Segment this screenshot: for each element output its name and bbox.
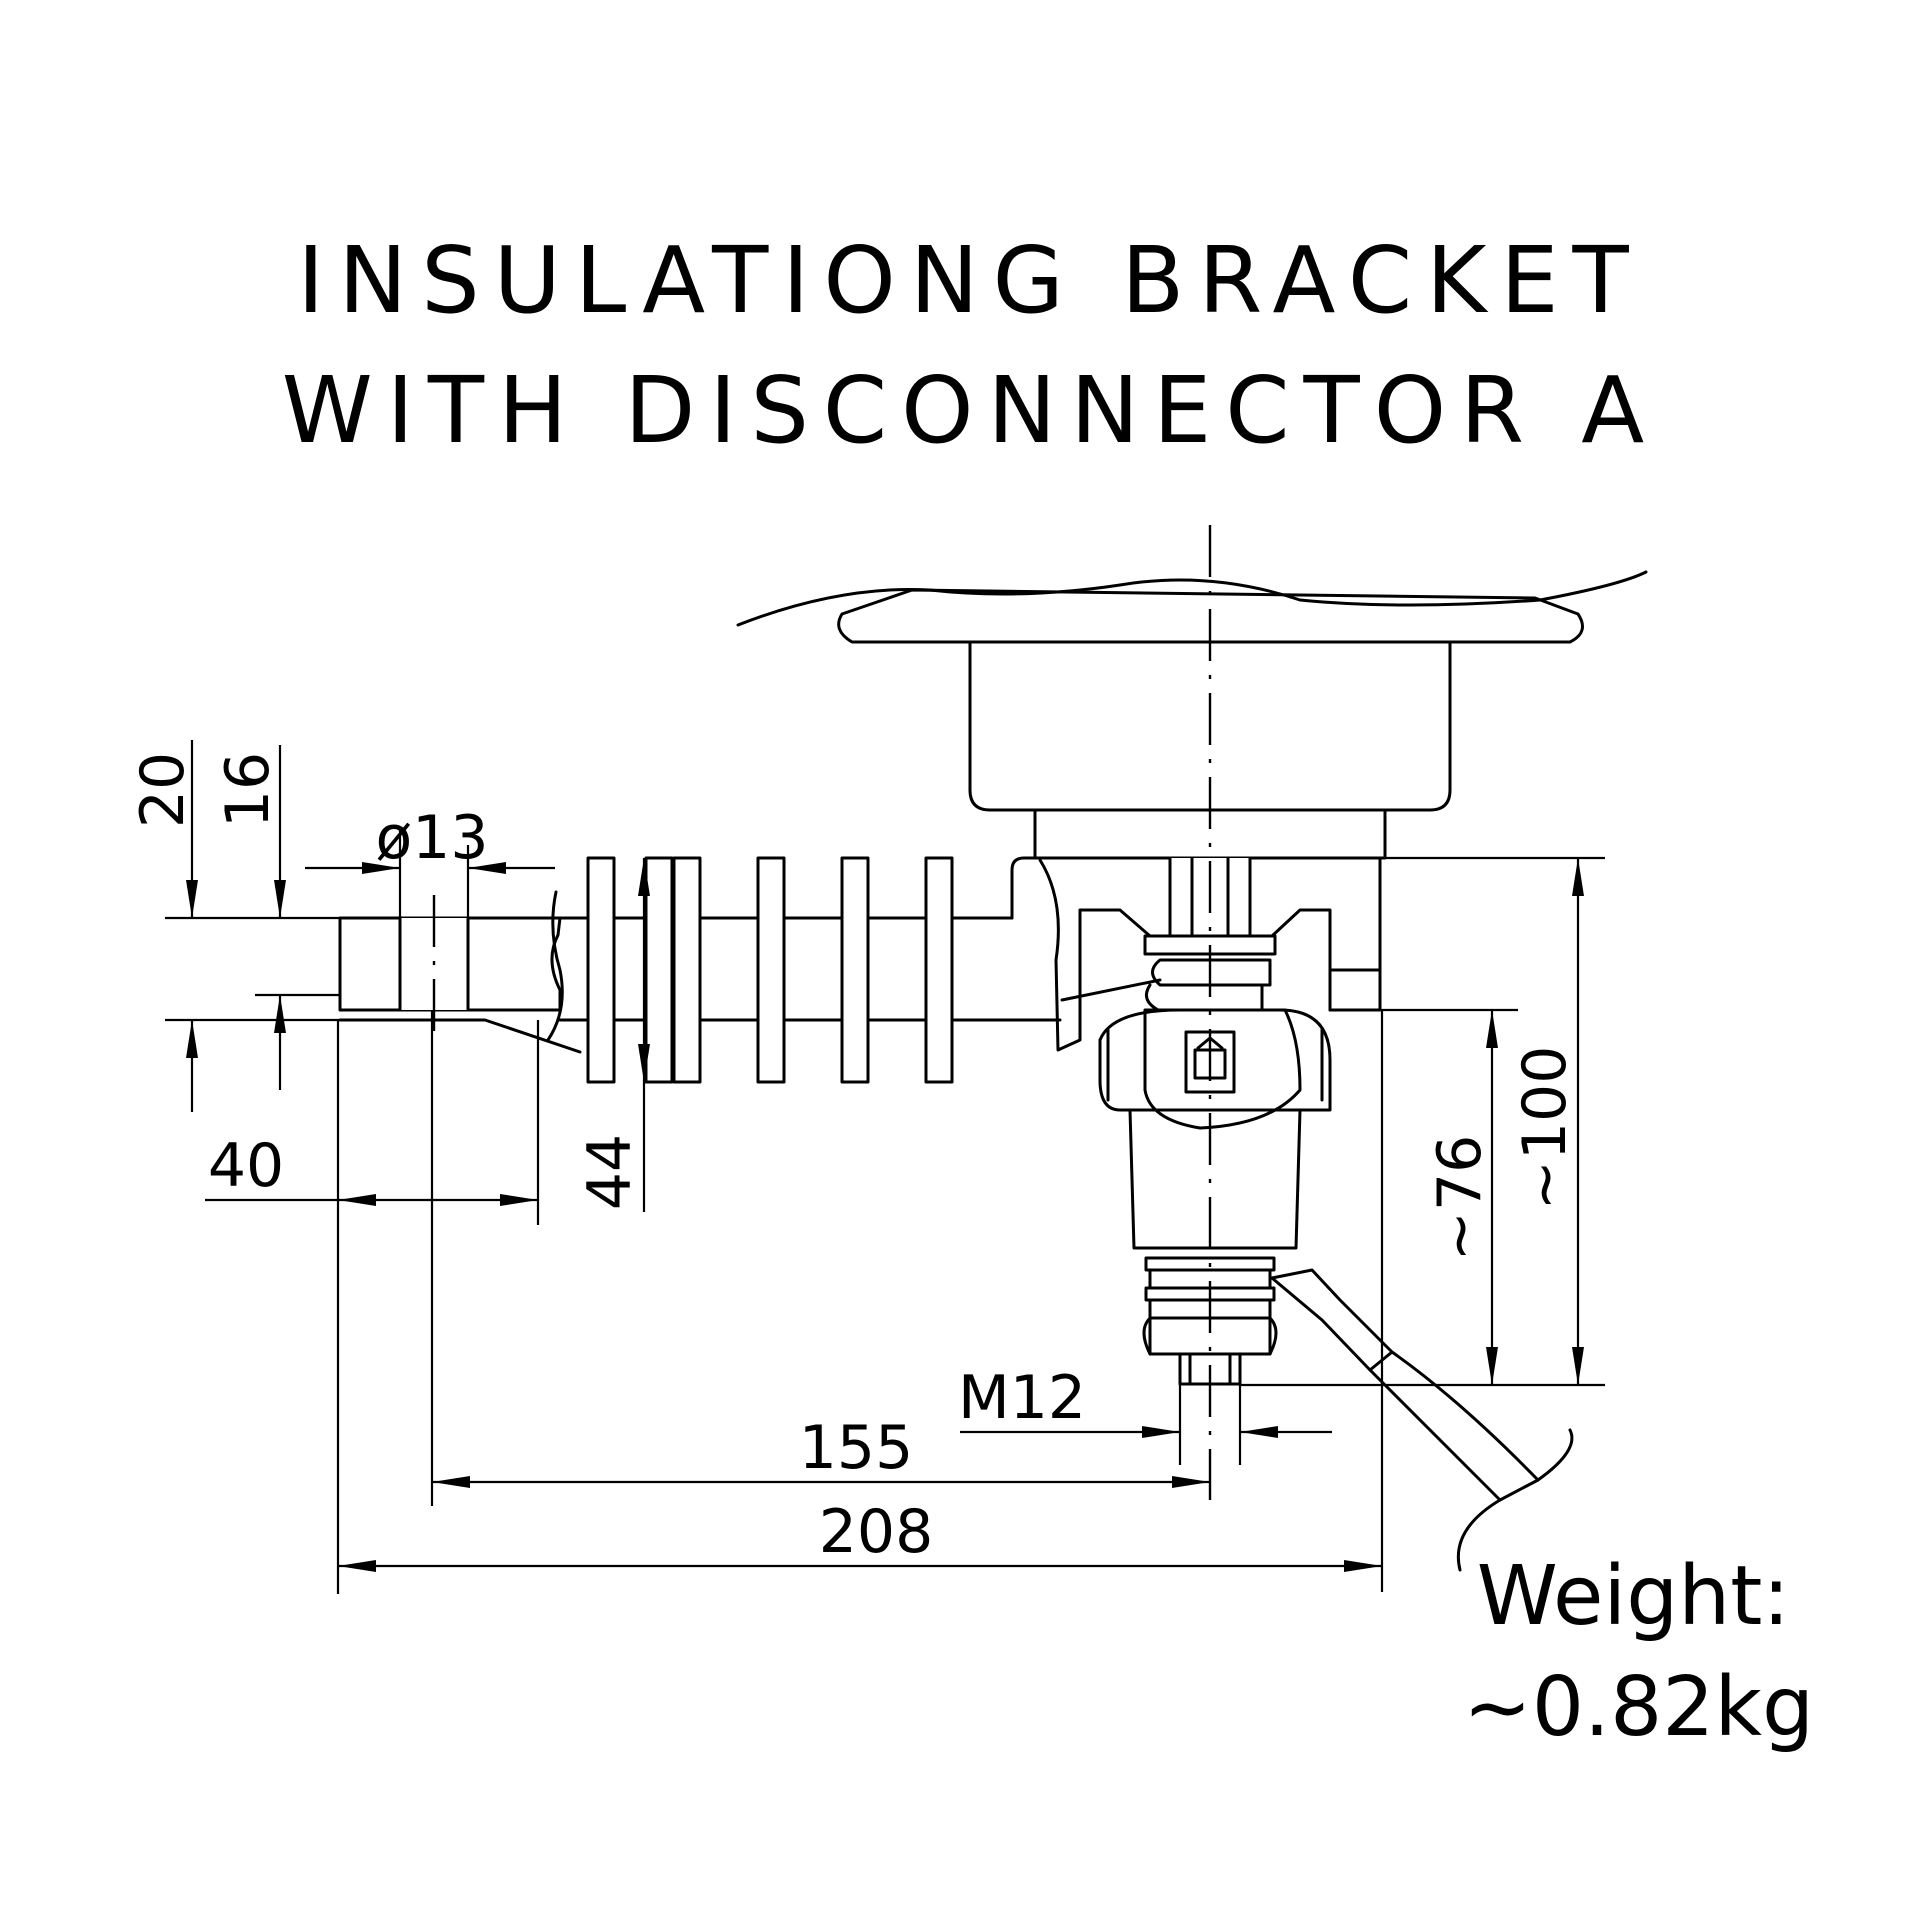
dim-208: 208: [819, 1497, 934, 1567]
fin-4: [756, 856, 786, 1084]
title-line-2: WITH DISCONNECTOR A: [282, 357, 1658, 464]
title-line-1: INSULATIONG BRACKET: [297, 227, 1642, 334]
dim-16: 16: [213, 752, 283, 828]
fin-6: [924, 856, 954, 1084]
mounting-plate: [338, 890, 582, 1054]
dim-40: 40: [208, 1131, 284, 1201]
weight-label: Weight:: [1477, 1549, 1790, 1644]
fin-3: [672, 856, 702, 1084]
dim-155: 155: [799, 1413, 914, 1483]
dim-20: 20: [128, 752, 198, 828]
dim-diameter-13: ø13: [375, 803, 488, 873]
disconnector: [1098, 1008, 1574, 1572]
dim-100: ~100: [1510, 1046, 1580, 1211]
top-base-plate: [736, 570, 1648, 860]
fin-5: [840, 856, 870, 1084]
fin-2: [644, 856, 674, 1084]
dim-44: 44: [575, 1134, 645, 1210]
fin-1: [586, 856, 616, 1084]
insulator-body: [558, 856, 1062, 1084]
dimension-lines: [165, 740, 1605, 1594]
dim-76: ~76: [1425, 1135, 1495, 1262]
dim-m12: M12: [958, 1363, 1086, 1433]
weight-value: ~0.82kg: [1463, 1660, 1814, 1755]
